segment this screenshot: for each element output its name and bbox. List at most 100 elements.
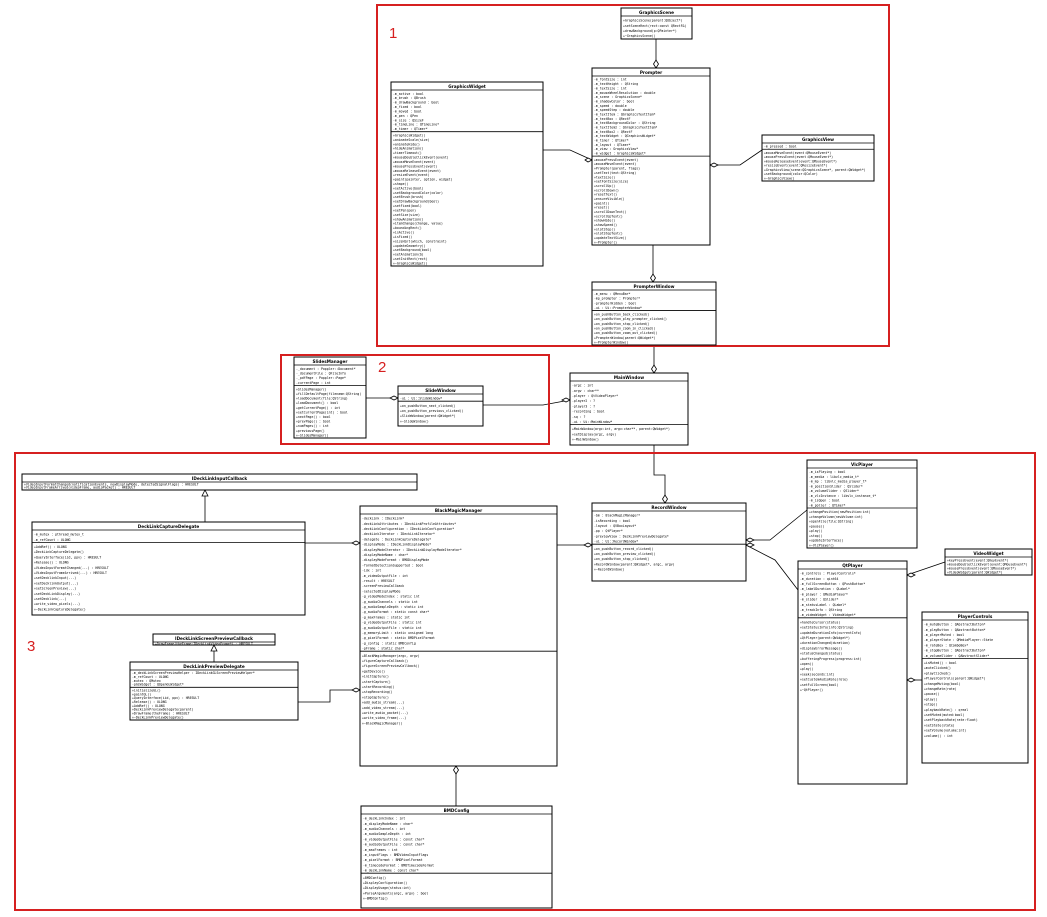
aggregation-diamond [453, 765, 459, 775]
class-deck-link-capture-delegate-method: +Release() : ULONG [34, 561, 69, 565]
class-vlc-player-attribute: -m_vlcInstance : libvlc_instance_t* [809, 494, 876, 498]
class-player-controls-method: +volume() : int [924, 734, 953, 738]
class-prompter-window-method: +on_pushButton_zoom_in_clicked() [594, 326, 655, 330]
class-vlc-player-attribute: -m_positionSlider : QSlider* [809, 484, 863, 488]
class-player-controls-attribute: -m_playButton : QAbstractButton* [924, 628, 985, 632]
class-graphics-widget-method: +resizeEvent(event) [393, 173, 430, 177]
class-deck-link-capture-delegate: DeckLinkCaptureDelegate-m_mutex : pthrea… [31, 521, 306, 616]
class-main-window: MainWindow-argc : int-argv : char**-play… [569, 372, 689, 446]
class-qt-player-title: QtPlayer [842, 563, 863, 568]
aggregation-diamond [650, 273, 656, 283]
class-black-magic-manager-attribute: -displayModeName : char* [362, 553, 408, 557]
class-graphics-widget-attribute: -m_timeLine : QTimeLine* [393, 123, 439, 127]
class-graphics-widget-method: +setDrawBackground(bool) [393, 200, 439, 204]
aggregation-diamond [351, 687, 361, 693]
class-black-magic-manager-method: +write_video_frame(...) [362, 716, 406, 720]
class-vlc-player-method: +updateInterface() [809, 539, 844, 543]
class-player-controls-method: +setMuted(muted:bool) [924, 713, 964, 717]
class-record-window-attribute: -bm : BlackMagicManager* [594, 514, 640, 518]
class-bmd-config-attribute: -m_timecodeFormat : BMDTimecodeFormat [363, 863, 434, 867]
class-prompter-attribute: -m_textBackgroundColor : QString [594, 121, 655, 125]
class-qt-player-method: +displayErrorMessage() [800, 646, 842, 650]
class-deck-link-preview-delegate-method: +QueryInterface(iid, ppv) : HRESULT [132, 696, 199, 700]
class-prompter-attribute: -m_scene : GraphicsScene* [594, 95, 642, 99]
class-vlc-player-method: +play() [809, 529, 823, 533]
class-black-magic-manager-method: +figureScreenPreviewCallback() [362, 664, 420, 668]
class-qt-player-attribute: -m_player : QMediaPlayer* [800, 592, 848, 596]
class-graphics-widget-method: +itemChange(change, value) [393, 222, 443, 226]
class-record-window-attribute: -previewView : DeckLinkPreviewDelegate* [594, 534, 669, 538]
class-player-controls-attribute: -m_playerMuted : bool [924, 633, 964, 637]
class-record-window-method: +on_pushButton_stop_clicked() [594, 557, 650, 561]
class-prompter-method: +showHide() [594, 219, 615, 223]
class-main-window-attribute: -player2 : ? [572, 399, 595, 403]
class-record-window-attribute: -ui : Ui::RecordWindow* [594, 540, 638, 544]
class-graphics-widget-method: +setBrush(brush) [393, 195, 424, 199]
class-graphics-widget-method: +setBackground(bool) [393, 248, 431, 252]
class-player-controls-method: +setPlaybackRate(rate:float) [924, 718, 978, 722]
class-prompter-method: +~Prompter() [594, 240, 617, 244]
class-prompter-method: +paint() [594, 201, 609, 205]
class-prompter-window-attribute: -mp_prompter : Prompter* [594, 297, 640, 301]
class-qt-player-method: +~QtPlayer() [800, 688, 823, 692]
class-record-window-title: RecordWindow [651, 505, 686, 510]
class-graphics-scene-method: +setSceneRect(rect:const QRectF&) [623, 24, 686, 28]
class-prompter-method: +textSize() [594, 175, 615, 179]
class-graphics-widget-method: +setAnimation(b) [393, 253, 424, 257]
class-video-widget-method: +mousePressEvent(event:QMouseEvent*) [947, 566, 1016, 570]
class-black-magic-manager-attribute: -deckLinkIterator : IDeckLinkIterator* [362, 532, 435, 536]
class-bmd-config-method: +DisplayUsage(status:int) [363, 886, 411, 890]
class-deck-link-preview-delegate-attribute: -pGLWidget : QOpenGLWidget* [132, 683, 184, 687]
class-deck-link-capture-delegate-attribute: -m_mutex : pthread_mutex_t [34, 533, 84, 537]
class-slides-manager-method: +loadDocument(file:QString) [296, 397, 348, 401]
class-slides-manager-attribute: -_document : Poppler::Document* [296, 367, 356, 371]
class-deck-link-preview-delegate-box [129, 661, 299, 721]
class-slides-manager-attribute: -_documentFile : QFileInfo [296, 372, 346, 376]
class-black-magic-manager-attribute: -g_videoOutputFile : static int [362, 621, 422, 625]
class-black-magic-manager-attribute: -displayMode : IDeckLinkDisplayMode* [362, 543, 431, 547]
class-graphics-widget-method: +hideAnimation() [393, 147, 424, 151]
class-main-window-attribute: -player : QtVideoPlayer* [572, 394, 618, 398]
class-player-controls-method: +play() [924, 697, 938, 701]
class-qt-player-attribute: -m_statusLabel : QLabel* [800, 603, 846, 607]
class-qt-player: QtPlayer-m_controls : PlayerControls*-m_… [797, 560, 908, 785]
class-prompter-attribute: -m_layout : QTimer* [594, 143, 631, 147]
class-vlc-player-attribute: -m_volumeSlider : QSlider* [809, 489, 859, 493]
class-deck-link-preview-delegate-attribute: -m_deckLinkScreenPreviewHelper : IDeckLi… [132, 671, 255, 675]
class-prompter-method: +scrollDown() [594, 188, 619, 192]
class-graphics-view-method: +mouseMoveEvent(event:QMouseEvent*) [764, 151, 831, 155]
class-black-magic-manager-method: +startCapture() [362, 680, 391, 684]
class-main-window-method: +~MainWindow() [572, 438, 599, 442]
class-slide-window-method: +on_pushButton_next_clicked() [400, 404, 456, 408]
class-record-window-attribute: -pp : QtPlayer* [594, 529, 623, 533]
class-vlc-player-method: +changePosition(newPosition:int) [809, 510, 870, 514]
class-record-window-attribute: -layout : QVBoxLayout* [594, 524, 636, 528]
class-prompter-attribute: -m_textWidget : QGraphicsWidget* [594, 134, 655, 138]
class-bmd-config-box [360, 805, 553, 909]
class-qt-player-method: +seek(seconds:int) [800, 672, 835, 676]
class-player-controls-attribute: -m_rateBox : QComboBox* [924, 643, 968, 647]
class-player-controls-attribute: -m_playerState : QMediaPlayer::State [924, 638, 993, 642]
class-prompter-window-attribute: -m_menu : QMenuBar* [594, 292, 631, 296]
class-bmd-config-attribute: -m_audioSampleDepth : int [363, 832, 411, 836]
class-graphics-widget-title: GraphicsWidget [448, 84, 486, 89]
class-i-deck-link-screen-preview-callback-method: +DrawFrame(theFrame:IDeckLinkVideoFrame*… [155, 642, 253, 646]
connector-view-prompter [710, 149, 763, 166]
class-graphics-widget-box [390, 81, 544, 267]
region-2-label: 2 [378, 359, 386, 376]
class-deck-link-capture-delegate-method: +~DeckLinkCaptureDelegate() [34, 607, 86, 611]
class-black-magic-manager-attribute: -g_maxFrames : static int [362, 615, 410, 619]
class-black-magic-manager-attribute: -g_config : static BMDConfig [362, 641, 416, 645]
class-qt-player-method: +statusChanged(status) [800, 652, 842, 656]
aggregation-diamond [653, 59, 659, 69]
inheritance-arrow [210, 644, 218, 652]
class-i-deck-link-screen-preview-callback-box [152, 633, 276, 646]
class-slides-manager-box [293, 356, 367, 439]
class-graphics-widget-method: +updateGeometry() [393, 244, 426, 248]
class-deck-link-preview-delegate-method: +initializeGL() [132, 689, 161, 693]
class-prompter-attribute: -m_textSize : int [594, 86, 627, 90]
class-video-widget-box [944, 548, 1033, 576]
class-deck-link-preview-delegate-attribute: -m_refCount : ULONG [132, 675, 169, 679]
class-prompter-method: +updateTextSize() [594, 236, 627, 240]
